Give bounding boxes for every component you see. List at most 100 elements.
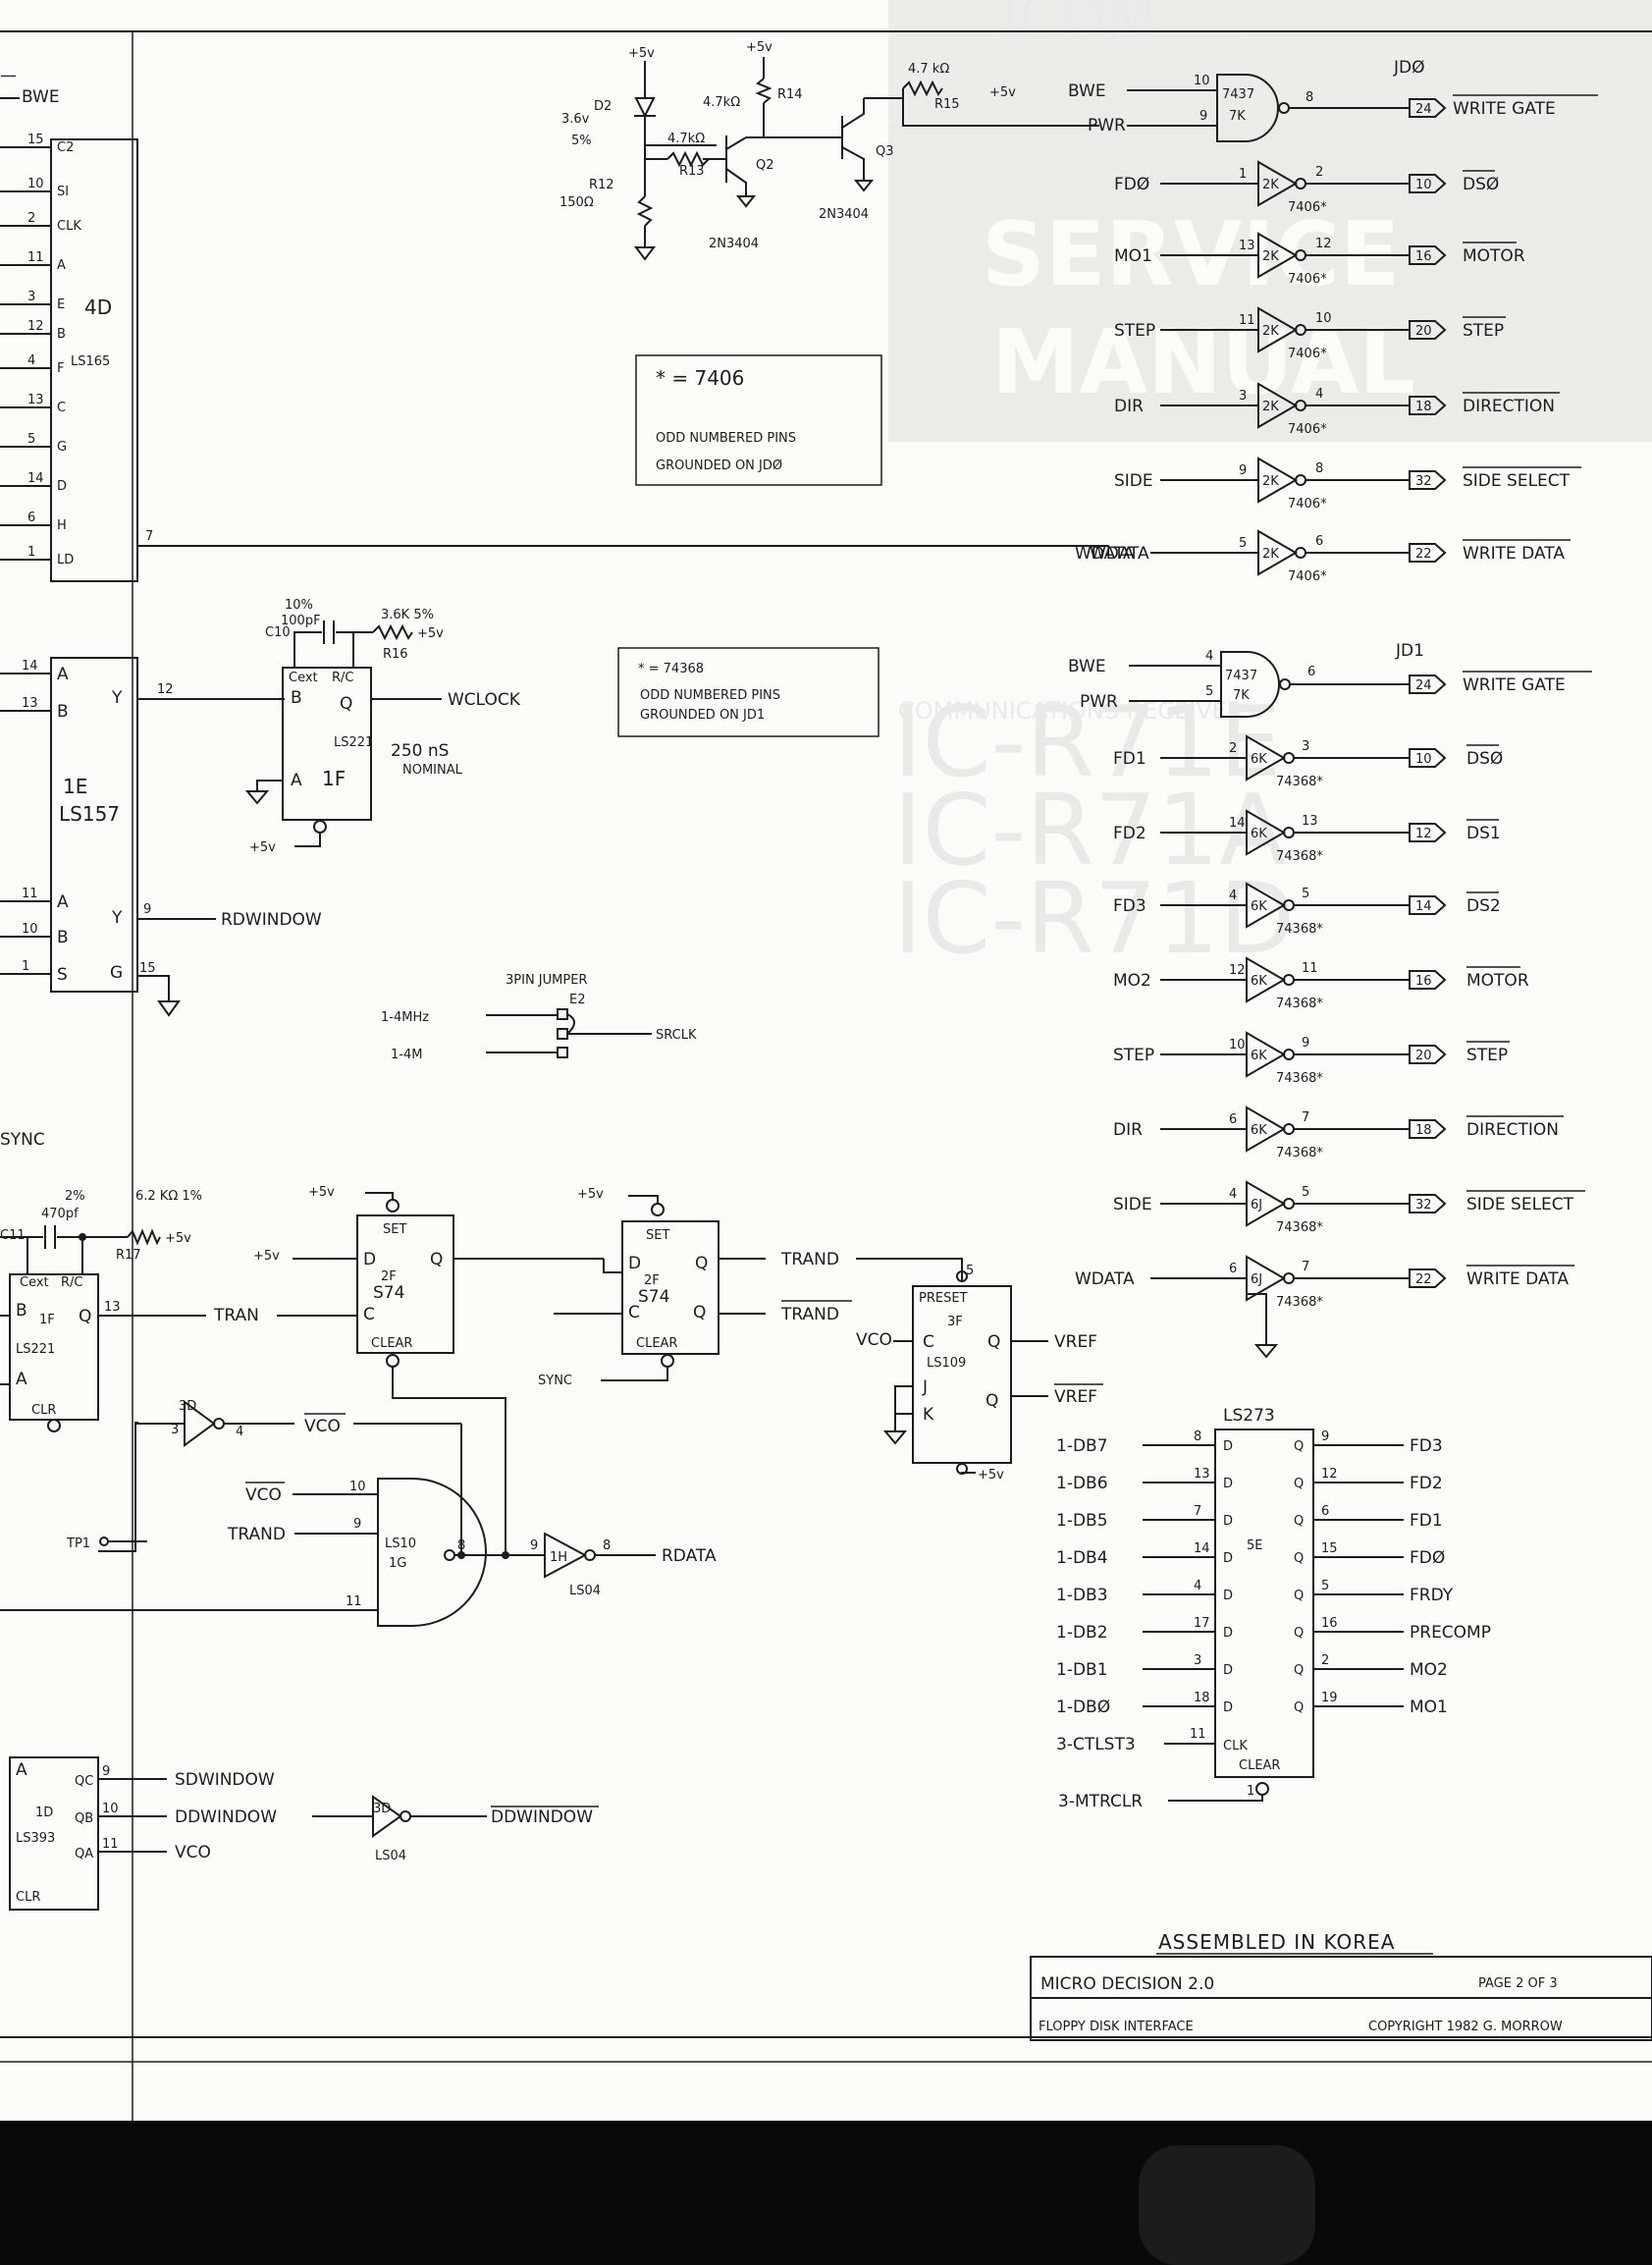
jd0-driver-pin-in: 11 [1239, 313, 1255, 328]
jd1-nand-pin-out: 6 [1307, 665, 1315, 679]
d2-value: 3.6v [561, 112, 590, 127]
jd1-buffer [1246, 956, 1286, 1003]
jd0-driver-pin-out: 2 [1315, 165, 1323, 180]
latch-clk: CLK [1223, 1739, 1248, 1753]
jd1-connector: 16 [1409, 970, 1447, 990]
scanner-bed-reflection [1139, 2145, 1315, 2265]
bwe-label: BWE [22, 87, 60, 107]
jd1-nand-in-bwe: BWE [1068, 657, 1106, 676]
jd0-driver-in: WDATA [1075, 544, 1135, 564]
jd1-connector-num: 20 [1415, 1049, 1432, 1063]
ls109-preset: PRESET [919, 1291, 968, 1306]
jumper-in-1: 1-4MHz [381, 1010, 429, 1025]
q3-label: Q3 [876, 144, 894, 159]
jd1-driver-pin-in: 6 [1229, 1112, 1237, 1127]
c11-value: 470pf [41, 1207, 79, 1221]
latch-output: FDØ [1410, 1548, 1445, 1568]
r15-value: 4.7 kΩ [908, 62, 949, 77]
note-jd0-line1: ODD NUMBERED PINS [656, 431, 796, 446]
jd0-driver-pin-out: 6 [1315, 534, 1323, 549]
latch-q: Q [1294, 1514, 1304, 1529]
jd1-buffer [1246, 809, 1286, 856]
ff2-c: C [628, 1303, 640, 1322]
jd1-driver-out: DS2 [1466, 896, 1501, 916]
r17-value: 6.2 KΩ 1% [135, 1189, 202, 1204]
ls165-body [50, 138, 138, 582]
watermark: SERVICE MANUAL IC-R71E IC-R71A IC-R71D C… [888, 0, 1652, 976]
ff1-type: S74 [373, 1283, 404, 1303]
latch-input: 1-DB7 [1056, 1436, 1108, 1456]
ls165-ref: 4D [84, 296, 112, 319]
nand-in-vco: VCO [245, 1485, 282, 1505]
ls221-rc: R/C [332, 671, 354, 685]
jd1-write-gate-label: WRITE GATE [1463, 675, 1566, 695]
jd0-driver-pin-out: 12 [1315, 237, 1332, 251]
ls165-qh-pin: 7 [145, 529, 153, 544]
r12-value: 150Ω [560, 195, 594, 210]
jd1-buffer-loc: 6J [1251, 1198, 1262, 1213]
jd0-buffer-loc: 2K [1262, 474, 1279, 489]
ls393-q-name: QA [75, 1847, 93, 1861]
latch-out-pin: 9 [1321, 1429, 1329, 1444]
ls393-a: A [16, 1760, 27, 1780]
ls165-pin-name: C [57, 401, 66, 415]
trand-label: TRAND [780, 1250, 839, 1269]
latch-output: MO2 [1410, 1660, 1448, 1680]
r15-label: R15 [934, 97, 960, 112]
note-jd1-line2: GROUNDED ON JD1 [640, 708, 765, 723]
jd0-driver-pin-out: 10 [1315, 311, 1332, 326]
jd0-driver-out: DIRECTION [1463, 397, 1555, 416]
sheet-title: FLOPPY DISK INTERFACE [1039, 2020, 1194, 2034]
jd1-driver-pin-in: 12 [1229, 963, 1246, 978]
ls157-y2: Y [111, 908, 123, 928]
r16-value: 3.6K 5% [381, 608, 434, 622]
jd1-driver-in: MO2 [1113, 971, 1151, 991]
latch-out-pin: 12 [1321, 1467, 1338, 1482]
ls221-cext: Cext [289, 671, 318, 685]
sync-label: SYNC [0, 1130, 45, 1150]
jd0-nand-pin-out: 8 [1306, 90, 1313, 105]
ls393-ref: 1D [35, 1806, 53, 1820]
latch-input: 1-DB3 [1056, 1586, 1108, 1605]
ls165-pin-name: G [57, 440, 67, 455]
nand-1g [377, 1478, 487, 1627]
ls165-pin-name: SI [57, 185, 69, 199]
jd0-buffer [1257, 457, 1298, 504]
ls165-pin-num: 14 [27, 471, 44, 486]
jd1-driver-pin-out: 9 [1302, 1036, 1309, 1051]
jd0-nand-gate [1216, 74, 1279, 142]
jd0-driver-pin-in: 5 [1239, 536, 1247, 551]
jd0-driver-in: STEP [1114, 321, 1155, 341]
latch-out-pin: 6 [1321, 1504, 1329, 1519]
ls221b-ref: 1F [39, 1313, 55, 1327]
jd1-connector: 20 [1409, 1045, 1447, 1064]
latch-d: D [1223, 1477, 1233, 1491]
jd0-connector-num: 32 [1415, 474, 1432, 489]
rdata-label: RDATA [662, 1546, 717, 1566]
ff1-c: C [363, 1305, 375, 1324]
c10-label: C10 [265, 625, 291, 640]
jd0-buffer-loc: 2K [1262, 400, 1279, 414]
latch-d: D [1223, 1514, 1233, 1529]
jd1-connector-num: 10 [1415, 752, 1432, 767]
r12-label: R12 [589, 178, 614, 192]
jd0-buffer [1257, 160, 1298, 207]
watermark-model-1: IC-R71E [893, 684, 1281, 799]
jd1-driver-in: FD3 [1113, 896, 1146, 916]
ff1-d-vcc: +5v [253, 1249, 280, 1264]
jd0-connector-num: 16 [1415, 249, 1432, 264]
jd1-connector: 22 [1409, 1268, 1447, 1288]
jd0-buffer [1257, 529, 1298, 576]
ff2-ref: 2F [644, 1273, 660, 1288]
ff1-ref: 2F [381, 1269, 397, 1284]
latch-in-pin: 14 [1194, 1541, 1210, 1556]
